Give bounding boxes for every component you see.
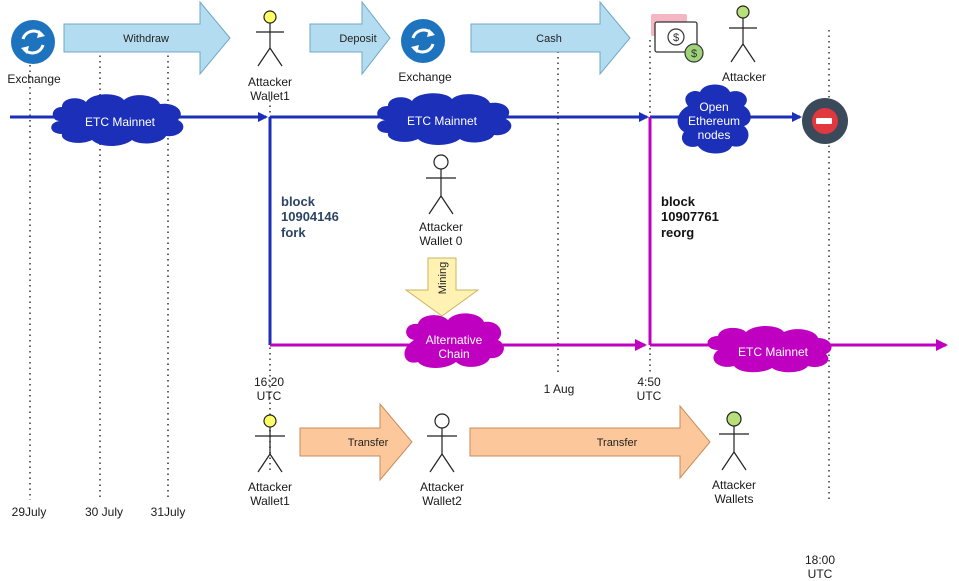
fork-label-1: block (281, 194, 316, 209)
attacker-wallet2-label-2: Wallet2 (422, 494, 462, 508)
reorg-label-1: block (661, 194, 696, 209)
stop-icon (802, 98, 848, 144)
transfer-label-1: Transfer (348, 437, 389, 449)
transfer-arrow-1 (299, 402, 413, 482)
transfer-arrow-2 (469, 404, 711, 480)
fork-label-2: 10904146 (281, 209, 339, 224)
reorg-label-2: 10907761 (661, 209, 719, 224)
attacker-right-figure (729, 5, 757, 63)
attacker-wallet1-bottom-label-2: Wallet1 (250, 494, 290, 508)
time-1aug: 1 Aug (544, 382, 575, 396)
exchange-mid-icon (401, 19, 445, 63)
etc-mainnet-mid-label: ETC Mainnet (407, 114, 478, 128)
attacker-wallet2-figure (427, 413, 457, 473)
attacker-wallet2-label-1: Attacker (420, 480, 464, 494)
time-1800-1: 18:00 (805, 553, 835, 567)
attacker-wallet1-label-1: Attacker (248, 75, 292, 89)
svg-text:$: $ (691, 48, 697, 60)
attacker-wallet1-bottom-figure (255, 414, 285, 473)
deposit-label: Deposit (339, 33, 376, 45)
exchange-left-label: Exchange (7, 72, 61, 86)
alt-chain-label-2: Chain (438, 347, 469, 361)
attacker-wallet1-label-2: Wallet1 (250, 89, 290, 103)
open-nodes-label-1: Open (699, 100, 728, 114)
mining-arrow (404, 257, 480, 317)
fork-label-3: fork (281, 225, 306, 240)
alt-chain-label-1: Alternative (426, 333, 483, 347)
etc-mainnet-cloud-left: ETC Mainnet (51, 94, 184, 146)
time-1620-2: UTC (257, 389, 282, 403)
time-450-1: 4:50 (637, 375, 661, 389)
attacker-wallet0-label-1: Attacker (419, 220, 463, 234)
alternative-chain-cloud: Alternative Chain (404, 313, 504, 368)
etc-mainnet-left-label: ETC Mainnet (85, 115, 156, 129)
cash-label: Cash (536, 33, 562, 45)
attacker-wallets-label-1: Attacker (712, 478, 756, 492)
exchange-mid-label: Exchange (398, 70, 452, 84)
transfer-label-2: Transfer (597, 437, 638, 449)
attacker-right-label: Attacker (722, 70, 766, 84)
time-450-2: UTC (637, 389, 662, 403)
etc-mainnet-cloud-new: ETC Mainnet (707, 326, 832, 373)
cash-icon: $ $ (651, 14, 704, 63)
open-ethereum-nodes-cloud: Open Ethereum nodes (677, 84, 751, 154)
date-30july: 30 July (85, 505, 123, 519)
open-nodes-label-2: Ethereum (688, 114, 740, 128)
attacker-wallet0-figure (426, 154, 456, 215)
etc-mainnet-new-label: ETC Mainnet (738, 345, 809, 359)
time-1800-2: UTC (808, 567, 833, 581)
attacker-wallet1-figure (256, 10, 284, 67)
cash-arrow (470, 0, 631, 76)
open-nodes-label-3: nodes (698, 128, 731, 142)
date-29july: 29July (12, 505, 47, 519)
etc-mainnet-cloud-mid: ETC Mainnet (377, 93, 512, 145)
exchange-icon (11, 20, 55, 64)
deposit-arrow (309, 0, 391, 76)
withdraw-label: Withdraw (123, 33, 169, 45)
attacker-wallet1-bottom-label-1: Attacker (248, 480, 292, 494)
attacker-wallet0-label-2: Wallet 0 (420, 234, 463, 248)
svg-text:$: $ (673, 32, 679, 44)
attacker-wallets-figure (719, 411, 749, 471)
withdraw-arrow (63, 0, 231, 76)
mining-label: Mining (437, 262, 449, 294)
date-31july: 31July (151, 505, 186, 519)
time-1620-1: 16:20 (254, 375, 284, 389)
reorg-label-3: reorg (661, 225, 694, 240)
attacker-wallets-label-2: Wallets (715, 492, 754, 506)
